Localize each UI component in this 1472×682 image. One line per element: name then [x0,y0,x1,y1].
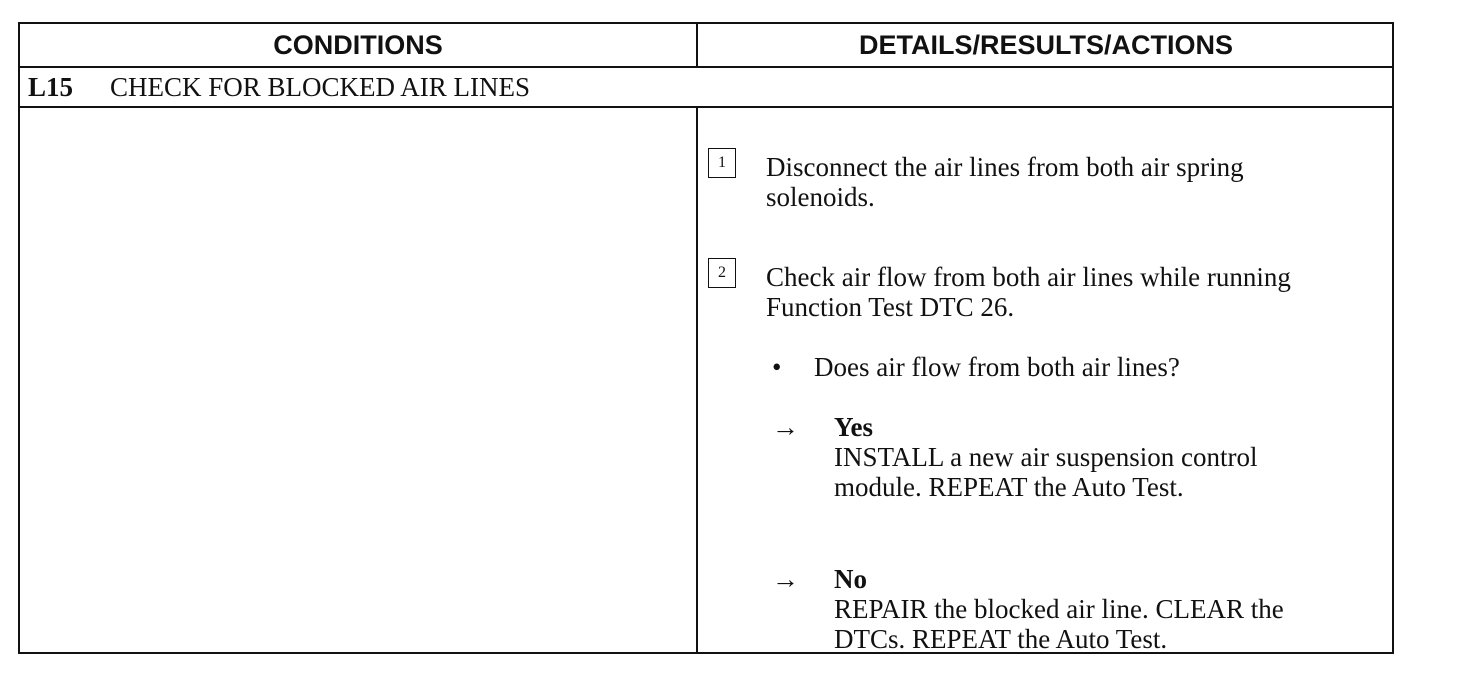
question-text: Does air flow from both air lines? [814,352,1180,382]
item-2-line-2: Function Test DTC 26. [766,292,1015,322]
question-bullet: • [772,352,782,382]
step-id: L15 [28,71,74,102]
item-2-line-1: Check air flow from both air lines while… [766,262,1291,292]
yes-line-2: module. REPEAT the Auto Test. [834,472,1184,502]
step-rule [20,106,1392,108]
no-label: No [834,564,867,594]
yes-arrow-icon: → [772,412,799,442]
yes-line-1: INSTALL a new air suspension control [834,442,1258,472]
step-title-row: L15 CHECK FOR BLOCKED AIR LINES [20,68,1392,106]
procedure-table: CONDITIONS DETAILS/RESULTS/ACTIONS L15 C… [18,22,1394,654]
step-title: CHECK FOR BLOCKED AIR LINES [110,71,531,102]
item-1-line-2: solenoids. [766,182,875,212]
no-line-2: DTCs. REPEAT the Auto Test. [834,624,1168,654]
no-arrow-icon: → [772,564,799,594]
item-text-1: Disconnect the air lines from both air s… [766,152,1244,212]
header-divider [696,24,698,66]
column-divider [696,108,698,654]
no-line-1: REPAIR the blocked air line. CLEAR the [834,594,1284,624]
item-number-box-1: 1 [708,148,736,178]
yes-label: Yes [834,412,873,442]
yes-answer: Yes INSTALL a new air suspension control… [834,412,1258,502]
item-1-line-1: Disconnect the air lines from both air s… [766,152,1244,182]
conditions-header: CONDITIONS [273,29,443,60]
header-rule [20,66,1392,68]
item-text-2: Check air flow from both air lines while… [766,262,1291,322]
details-header: DETAILS/RESULTS/ACTIONS [858,29,1233,60]
item-number-box-2: 2 [708,258,736,288]
no-answer: No REPAIR the blocked air line. CLEAR th… [834,564,1284,654]
